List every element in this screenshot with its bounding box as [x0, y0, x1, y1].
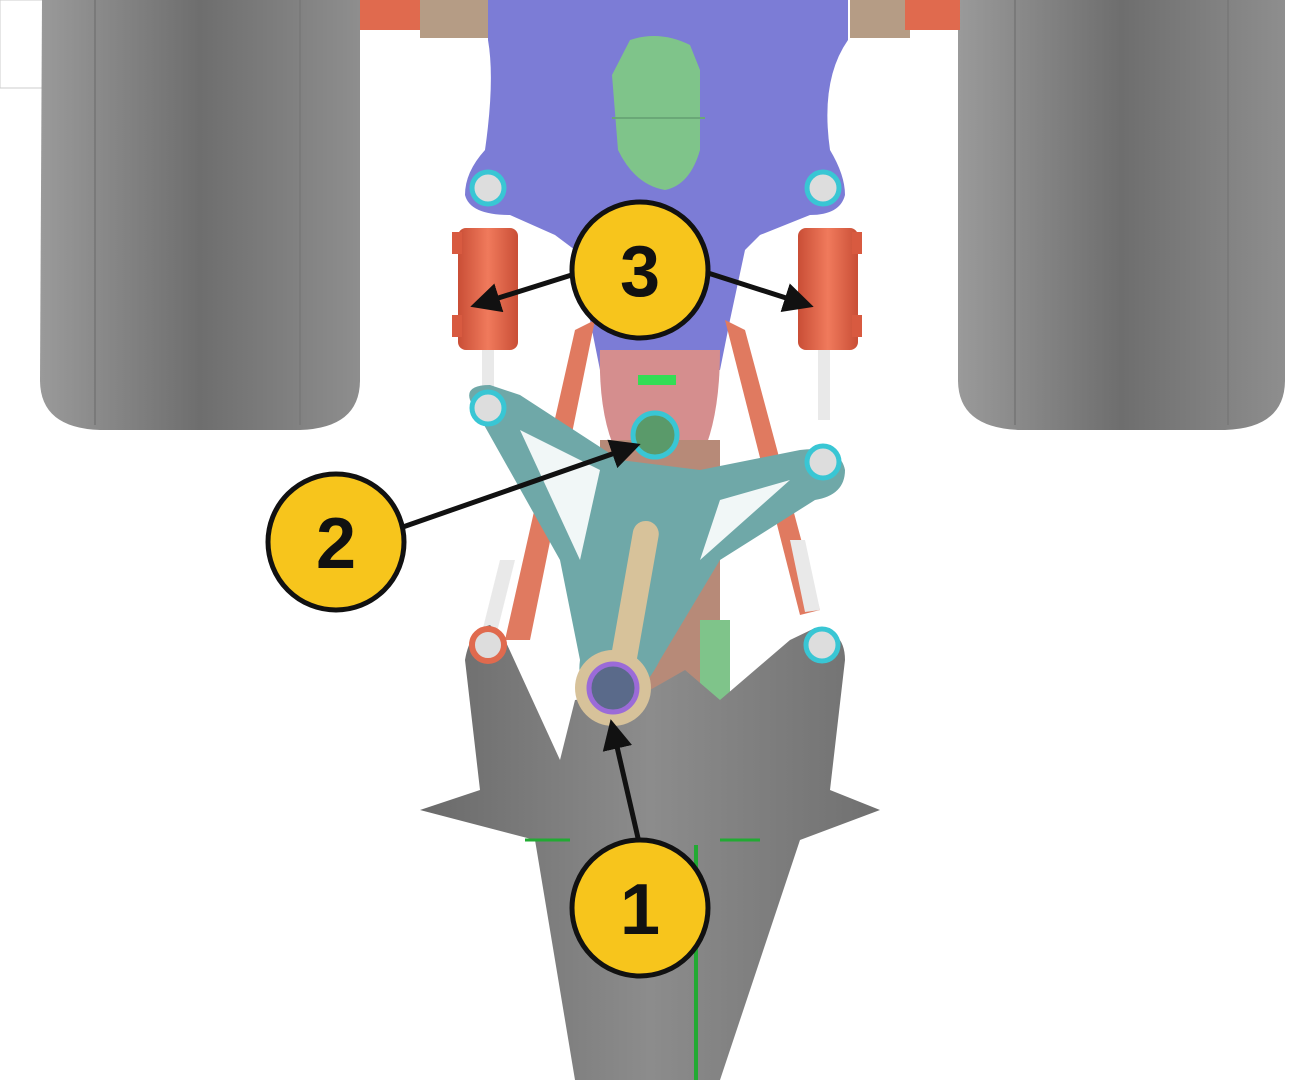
callout-1-label: 1: [620, 870, 660, 950]
callout-3-label: 3: [620, 232, 660, 312]
callout-3: 3: [569, 199, 711, 341]
right-tire: [958, 0, 1285, 430]
arrow-callout-3-right: [707, 270, 814, 312]
rocker-slot: [611, 520, 659, 670]
central-pivot: [630, 410, 680, 460]
green-tank: [612, 36, 700, 190]
arrow-callout-2: [399, 439, 641, 531]
rocker-axle: [586, 661, 640, 715]
upper-left-pivot: [469, 169, 507, 207]
green-tab: [638, 375, 676, 385]
upper-right-pivot: [804, 169, 842, 207]
rocker-left-pivot: [469, 389, 507, 427]
callout-2: 2: [265, 471, 407, 613]
left-tire: [40, 0, 360, 430]
callout-1: 1: [569, 837, 711, 979]
upper-bracket-orange: [360, 0, 960, 38]
lower-right-pivot: [803, 626, 841, 664]
left-damper: [452, 228, 518, 390]
central-mount: [599, 350, 720, 460]
arrow-callout-1: [602, 719, 641, 839]
callout-2-label: 2: [316, 504, 356, 584]
lower-left-pivot: [469, 626, 507, 664]
rocker-right-pivot: [804, 443, 842, 481]
right-damper: [798, 228, 862, 420]
arrow-callout-3-left: [470, 270, 579, 313]
